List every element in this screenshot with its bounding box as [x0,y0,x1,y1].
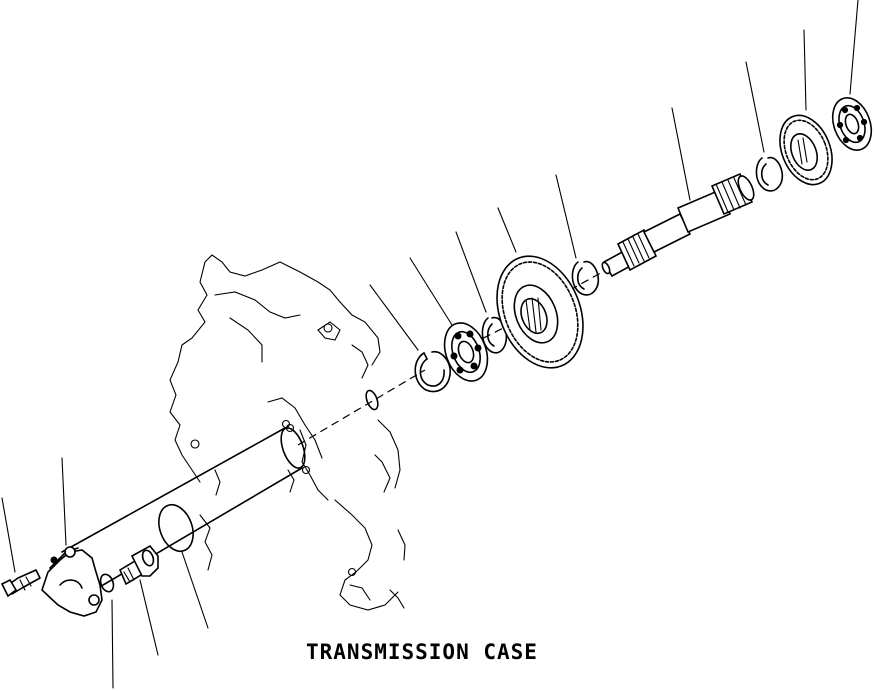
small-o-ring [99,573,115,593]
plug-fitting [118,544,159,586]
snap-ring-4 [755,156,784,192]
bore-opening [365,389,379,411]
transmission-case-label: TRANSMISSION CASE [306,640,538,664]
large-o-ring [158,503,194,553]
bearing-cover [41,546,103,617]
snap-ring-1 [414,350,451,393]
transmission-case-outline [169,254,406,611]
case-bore [280,427,306,469]
case-bolt-hole [190,439,200,449]
case-bolt-hole [347,567,357,577]
splined-shaft [601,172,755,278]
snap-ring-3 [571,260,600,296]
ball-bearing-1 [443,322,489,382]
small-gear [779,114,833,186]
ball-bearing-2 [831,97,873,151]
leader-lines [1,0,859,689]
cover-guide-lines [61,389,379,589]
large-spur-gear [496,255,584,369]
bolt [0,569,41,598]
case-bolt-hole [323,323,333,333]
